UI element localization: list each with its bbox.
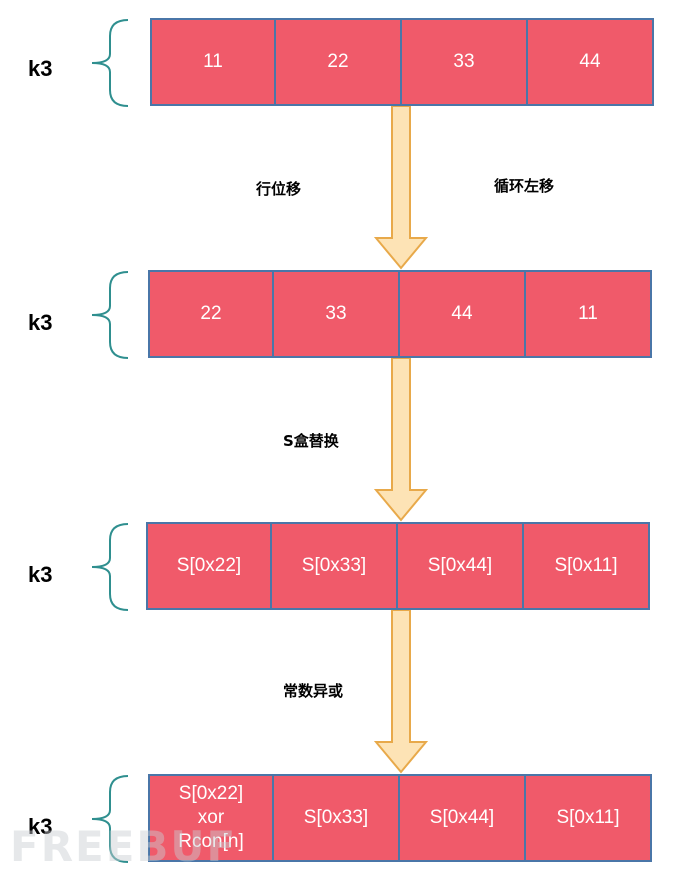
row-3-cell-3: S[0x44] <box>398 522 524 610</box>
row-2-label: k3 <box>28 310 53 335</box>
row-3-cell-4: S[0x11] <box>524 522 650 610</box>
row-1-label: k3 <box>28 56 53 81</box>
row-2-state: 22 33 44 11 <box>148 270 652 358</box>
row-4-state: S[0x22] xor Rcon[n] S[0x33] S[0x44] S[0x… <box>148 774 652 862</box>
step-sbox-label: S盒替换 <box>283 432 339 450</box>
down-arrow-3 <box>374 610 428 774</box>
row-4-cell-4: S[0x11] <box>526 774 652 862</box>
row-3-cell-1: S[0x22] <box>146 522 272 610</box>
row-4-cell-1: S[0x22] xor Rcon[n] <box>148 774 274 862</box>
row-1-brace <box>91 19 129 107</box>
row-4-cell-3: S[0x44] <box>400 774 526 862</box>
watermark: FREEBUF <box>10 822 238 871</box>
row-2-cell-3: 44 <box>400 270 526 358</box>
row-4-cell-2: S[0x33] <box>274 774 400 862</box>
row-1-cell-4: 44 <box>528 18 654 106</box>
row-4-brace <box>91 775 129 863</box>
row-2-cell-2: 33 <box>274 270 400 358</box>
row-1-cell-1: 11 <box>150 18 276 106</box>
row-2-brace <box>91 271 129 359</box>
row-3-label: k3 <box>28 562 53 587</box>
row-3-brace <box>91 523 129 611</box>
row-1-cell-3: 33 <box>402 18 528 106</box>
row-2-cell-4: 11 <box>526 270 652 358</box>
step-const-xor-label: 常数异或 <box>283 682 344 700</box>
row-3-state: S[0x22] S[0x33] S[0x44] S[0x11] <box>146 522 650 610</box>
step-shift-rows-label: 行位移 <box>256 180 302 198</box>
down-arrow-1 <box>374 106 428 270</box>
step-rotate-left-label: 循环左移 <box>494 177 555 195</box>
row-1-cell-2: 22 <box>276 18 402 106</box>
down-arrow-2 <box>374 358 428 522</box>
row-4-label: k3 <box>28 814 53 839</box>
row-3-cell-2: S[0x33] <box>272 522 398 610</box>
row-1-state: 11 22 33 44 <box>150 18 654 106</box>
row-2-cell-1: 22 <box>148 270 274 358</box>
